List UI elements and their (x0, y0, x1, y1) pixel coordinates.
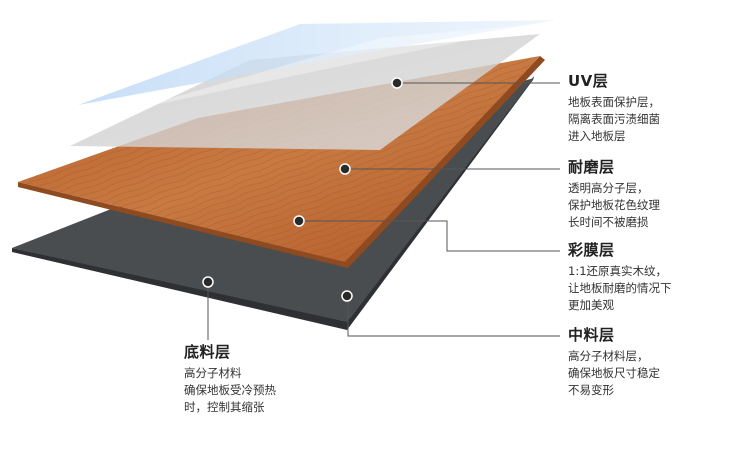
film-leader-line (300, 220, 560, 252)
base-layer-desc-2: 确保地板受冷预热 (184, 383, 276, 397)
wear-layer-title: 耐磨层 (568, 158, 615, 176)
film-layer-label: 彩膜层 1:1还原真实木纹， 让地板耐磨的情况下 更加美观 (568, 241, 672, 314)
film-layer-desc-3: 更加美观 (568, 298, 614, 312)
film-layer-desc-1: 1:1还原真实木纹， (568, 264, 668, 278)
film-layer-title: 彩膜层 (568, 241, 615, 259)
middle-layer-label: 中料层 高分子材料层， 确保地板尺寸稳定 不易变形 (568, 326, 660, 399)
uv-layer-shape (78, 20, 560, 110)
base-layer-title: 底料层 (184, 343, 231, 361)
middle-layer-desc-1: 高分子材料层， (568, 349, 649, 363)
uv-layer-desc-1: 地板表面保护层， (568, 95, 660, 109)
middle-layer-desc-2: 确保地板尺寸稳定 (568, 366, 660, 380)
uv-marker-dot (391, 77, 403, 89)
base-layer-desc-1: 高分子材料 (184, 366, 242, 380)
uv-layer-title: UV层 (568, 72, 609, 90)
base-layer-label: 底料层 高分子材料 确保地板受冷预热 时，控制其缩张 (184, 343, 276, 416)
wear-layer-shape (70, 34, 540, 150)
uv-layer-desc-2: 隔离表面污渍细菌 (568, 112, 660, 126)
wear-layer-desc-1: 透明高分子层， (568, 181, 649, 195)
uv-layer-label: UV层 地板表面保护层， 隔离表面污渍细菌 进入地板层 (568, 72, 660, 145)
wear-layer-label: 耐磨层 透明高分子层， 保护地板花色纹理 长时间不被磨损 (568, 158, 660, 231)
middle-marker-dot (341, 290, 353, 302)
middle-layer-title: 中料层 (568, 326, 615, 344)
film-marker-dot (293, 215, 305, 227)
middle-leader-line (347, 296, 560, 337)
wear-marker-dot (339, 163, 351, 175)
film-layer-desc-2: 让地板耐磨的情况下 (568, 281, 672, 295)
middle-layer-desc-3: 不易变形 (568, 383, 614, 397)
base-marker-dot (202, 276, 214, 288)
wear-layer-desc-3: 长时间不被磨损 (568, 215, 649, 229)
wear-layer-desc-2: 保护地板花色纹理 (568, 198, 660, 212)
uv-layer-desc-3: 进入地板层 (568, 129, 626, 143)
base-layer-desc-3: 时，控制其缩张 (184, 400, 265, 414)
